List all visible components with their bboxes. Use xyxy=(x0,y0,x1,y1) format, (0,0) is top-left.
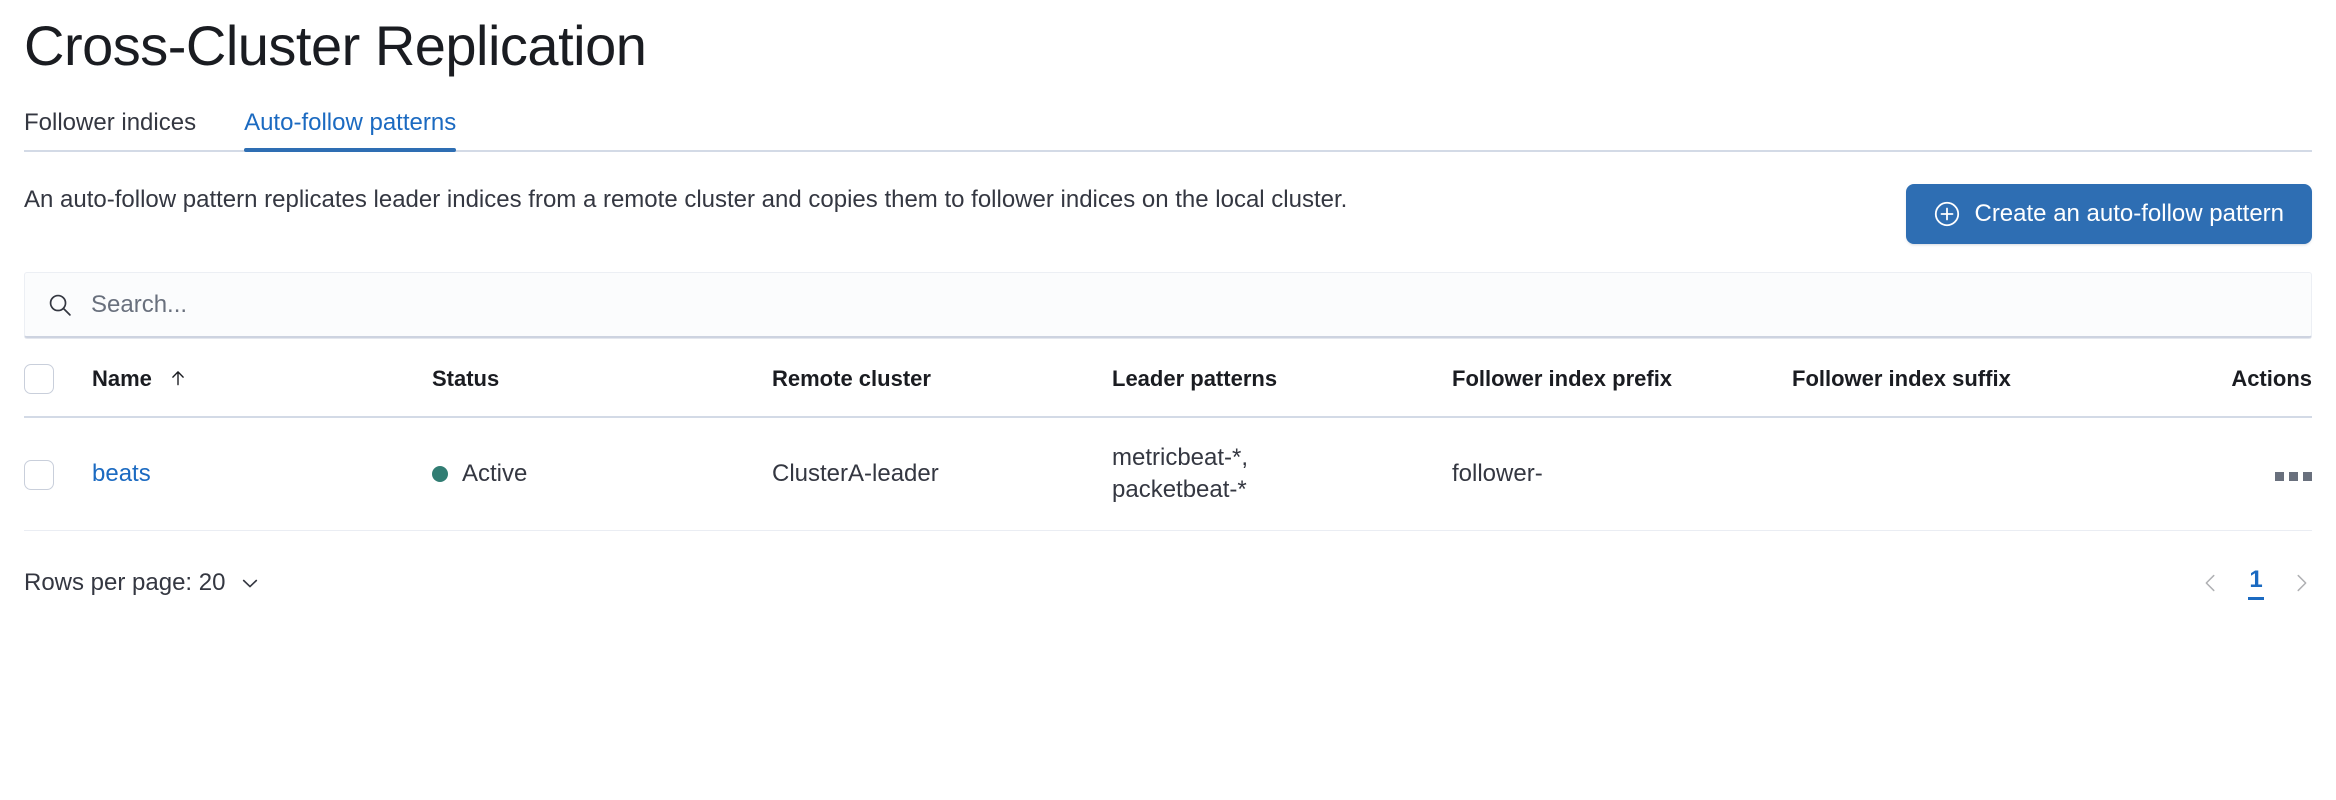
tab-follower-indices[interactable]: Follower indices xyxy=(24,108,196,150)
cell-follower-index-suffix xyxy=(1792,417,2152,532)
cell-name: beats xyxy=(92,417,432,532)
column-header-leader-patterns[interactable]: Leader patterns xyxy=(1112,364,1452,419)
pagination-page-1[interactable]: 1 xyxy=(2248,565,2264,601)
auto-follow-pattern-link[interactable]: beats xyxy=(92,460,151,488)
column-header-actions: Actions xyxy=(2152,364,2312,419)
status-label: Active xyxy=(462,460,528,488)
chevron-right-icon[interactable] xyxy=(2290,568,2312,598)
cell-follower-index-prefix: follower- xyxy=(1452,417,1792,532)
column-header-name[interactable]: Name xyxy=(92,364,432,419)
row-checkbox[interactable] xyxy=(24,459,54,490)
column-header-remote-cluster[interactable]: Remote cluster xyxy=(772,364,1112,419)
column-header-follower-index-suffix[interactable]: Follower index suffix xyxy=(1792,364,2152,419)
create-button-label: Create an auto-follow pattern xyxy=(1974,200,2284,227)
cell-status: Active xyxy=(432,417,772,532)
tab-bar: Follower indices Auto-follow patterns xyxy=(24,104,2312,152)
chevron-down-icon xyxy=(239,572,261,594)
select-all-checkbox[interactable] xyxy=(24,364,54,395)
search-input[interactable] xyxy=(91,289,2289,320)
pagination: 1 xyxy=(2200,565,2312,601)
table-body: beats Active ClusterA-leader metricbeat-… xyxy=(24,417,2312,532)
table-footer: Rows per page: 20 1 xyxy=(24,565,2312,601)
cell-leader-patterns: metricbeat-*, packetbeat-* xyxy=(1112,417,1452,532)
search-bar[interactable] xyxy=(24,272,2312,338)
create-auto-follow-pattern-button[interactable]: Create an auto-follow pattern xyxy=(1906,184,2312,244)
sort-up-icon xyxy=(168,368,188,388)
plus-in-circle-icon xyxy=(1934,201,1960,227)
rows-per-page-label: Rows per page: 20 xyxy=(24,568,226,596)
cell-remote-cluster: ClusterA-leader xyxy=(772,417,1112,532)
page-title: Cross-Cluster Replication xyxy=(24,14,647,77)
boxes-horizontal-icon[interactable] xyxy=(2275,472,2312,482)
search-icon xyxy=(47,292,73,318)
cell-actions xyxy=(2152,417,2312,532)
rows-per-page-select[interactable]: Rows per page: 20 xyxy=(24,568,261,598)
auto-follow-patterns-table: Name Status Remote cluster Leader patter… xyxy=(24,364,2312,532)
table-row: beats Active ClusterA-leader metricbeat-… xyxy=(24,417,2312,532)
column-header-follower-index-prefix[interactable]: Follower index prefix xyxy=(1452,364,1792,419)
intro-description: An auto-follow pattern replicates leader… xyxy=(24,186,1348,213)
status-dot-icon xyxy=(432,466,448,483)
column-header-name-label: Name xyxy=(92,366,152,392)
column-header-status[interactable]: Status xyxy=(432,364,772,419)
table-header-row: Name Status Remote cluster Leader patter… xyxy=(24,364,2312,419)
intro-row: An auto-follow pattern replicates leader… xyxy=(24,182,2312,244)
select-all-header xyxy=(24,364,92,419)
table-head: Name Status Remote cluster Leader patter… xyxy=(24,364,2312,419)
chevron-left-icon[interactable] xyxy=(2200,568,2222,598)
tab-auto-follow-patterns[interactable]: Auto-follow patterns xyxy=(244,108,457,152)
row-select-cell xyxy=(24,417,92,532)
